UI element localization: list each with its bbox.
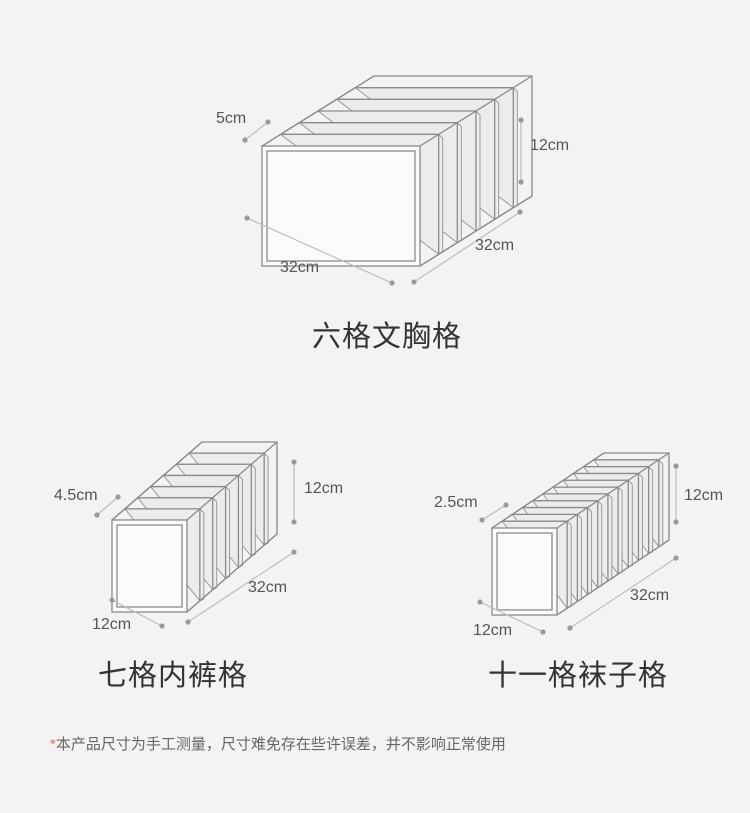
org1-depth-label: 32cm — [475, 237, 515, 254]
org1-width-dimension-line — [246, 217, 393, 284]
org2-compartment-dimension-line — [96, 496, 119, 516]
org3-top-left-edge — [491, 452, 605, 529]
org2-depth-dimension-dot — [185, 619, 191, 625]
org3-width-label: 12cm — [473, 622, 513, 639]
org1-depth-dimension-dot — [517, 209, 523, 215]
org2-width-dimension-dot — [159, 623, 165, 629]
org3-compartment-dimension-line — [481, 504, 507, 521]
org1-top-left-edge — [261, 75, 375, 147]
org1-compartment-label: 5cm — [216, 110, 247, 127]
org2-top-right-edge — [186, 441, 278, 521]
org3-top-right-edge — [556, 452, 670, 529]
org2-width-label: 12cm — [92, 616, 132, 633]
org1-compartment-dimension-dot — [242, 137, 248, 143]
measurement-note: *本产品尺寸为手工测量，尺寸难免存在些许误差，并不影响正常使用 — [50, 733, 506, 754]
org3-front-face — [491, 527, 558, 616]
org3-compartment-dimension-dot — [479, 517, 485, 523]
note-text: 本产品尺寸为手工测量，尺寸难免存在些许误差，并不影响正常使用 — [55, 736, 506, 753]
org1-title: 六格文胸格 — [312, 321, 463, 353]
org3-bottom-right-edge — [556, 539, 670, 616]
org3-depth-dimension-dot — [567, 625, 573, 631]
org1-compartment-dimension-line — [244, 121, 269, 141]
org1-depth-dimension-line — [413, 211, 521, 283]
org3-width-dimension-dot — [477, 599, 483, 605]
org3-depth-dimension-line — [569, 557, 677, 629]
org2-front-inset — [116, 524, 183, 608]
org2-compartment-dimension-dot — [94, 512, 100, 518]
org1-height-dimension-dot — [518, 179, 524, 185]
org3-compartment-dimension-dot — [503, 502, 509, 508]
org2-front-face — [111, 519, 188, 613]
org3-height-dimension-dot — [673, 519, 679, 525]
org1-top-right-edge — [419, 75, 533, 147]
org2-bottom-right-edge — [186, 533, 278, 613]
org1-bottom-right-edge — [419, 195, 533, 267]
org2-height-label: 12cm — [304, 480, 344, 497]
org2-depth-dimension-line — [187, 551, 295, 623]
org3-height-label: 12cm — [684, 487, 724, 504]
org1-front-inset — [266, 150, 416, 262]
org2-depth-dimension-dot — [291, 549, 297, 555]
org2-width-dimension-line — [111, 599, 163, 627]
org1-width-dimension-dot — [389, 280, 395, 286]
org2-compartment-label: 4.5cm — [54, 487, 98, 504]
org1-height-dimension-dot — [518, 117, 524, 123]
org2-compartment-dimension-dot — [115, 494, 121, 500]
org1-compartment-dimension-dot — [265, 119, 271, 125]
org3-compartment-label: 2.5cm — [434, 494, 478, 511]
note-star: * — [50, 736, 56, 753]
org2-title: 七格内裤格 — [98, 660, 249, 692]
org2-width-dimension-dot — [109, 597, 115, 603]
org1-front-face — [261, 145, 421, 267]
org3-height-dimension-dot — [673, 463, 679, 469]
org1-width-label: 32cm — [280, 259, 320, 276]
org3-front-inset — [496, 532, 553, 611]
org3-width-dimension-dot — [540, 629, 546, 635]
org2-top-left-edge — [111, 441, 203, 521]
org3-depth-dimension-dot — [673, 555, 679, 561]
org2-height-dimension-dot — [291, 459, 297, 465]
org3-width-dimension-line — [479, 601, 544, 633]
org2-height-dimension-dot — [291, 519, 297, 525]
org2-depth-label: 32cm — [248, 579, 288, 596]
org1-width-dimension-dot — [244, 215, 250, 221]
org3-depth-label: 32cm — [630, 587, 670, 604]
org1-height-label: 12cm — [530, 137, 570, 154]
org1-depth-dimension-dot — [411, 279, 417, 285]
org3-title: 十一格袜子格 — [488, 660, 669, 692]
